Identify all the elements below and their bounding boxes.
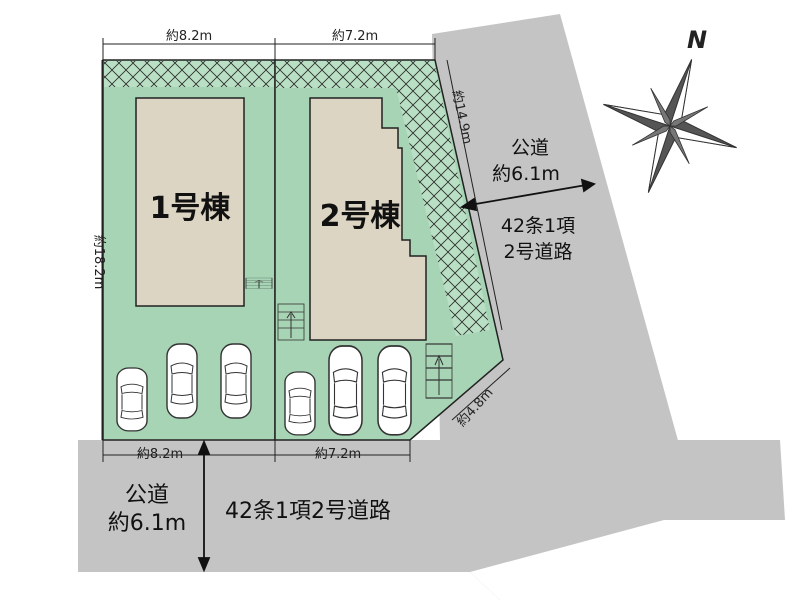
east-road-name: 公道 bbox=[511, 137, 549, 159]
lot-2-buffer bbox=[276, 61, 490, 336]
car-1b bbox=[166, 343, 198, 419]
compass-icon bbox=[603, 59, 737, 193]
building-1-label: 1号棟 bbox=[150, 191, 232, 226]
building-2-label: 2号棟 bbox=[320, 199, 402, 234]
lot-1-buffer bbox=[104, 61, 274, 87]
south-road-width: 約6.1m bbox=[108, 511, 186, 536]
stairs-lot-1 bbox=[245, 277, 273, 290]
east-road bbox=[432, 14, 700, 520]
car-2b bbox=[328, 345, 363, 436]
car-1c bbox=[220, 343, 252, 419]
dim-top-lot2: 約7.2m bbox=[332, 29, 378, 44]
dim-bottom-lot1: 約8.2m bbox=[137, 447, 183, 462]
east-road-class-2: 2号道路 bbox=[503, 241, 572, 263]
compass-label: N bbox=[687, 26, 707, 54]
stairs-lot-2-east bbox=[425, 343, 453, 399]
dim-bottom-lot2: 約7.2m bbox=[315, 447, 361, 462]
building-1 bbox=[135, 97, 245, 307]
building-2 bbox=[309, 97, 427, 341]
east-road-width: 約6.1m bbox=[492, 163, 560, 185]
car-1a bbox=[116, 367, 148, 432]
stairs-lot-2-west bbox=[277, 303, 305, 341]
east-road-class-1: 42条1項 bbox=[501, 215, 575, 237]
car-2a bbox=[284, 371, 316, 436]
dim-top-lot1: 約8.2m bbox=[166, 29, 212, 44]
south-road-name: 公道 bbox=[125, 483, 169, 508]
south-road-class: 42条1項2号道路 bbox=[225, 499, 391, 524]
car-2c bbox=[377, 345, 412, 436]
dim-left-side: 約18.2m bbox=[91, 235, 106, 290]
